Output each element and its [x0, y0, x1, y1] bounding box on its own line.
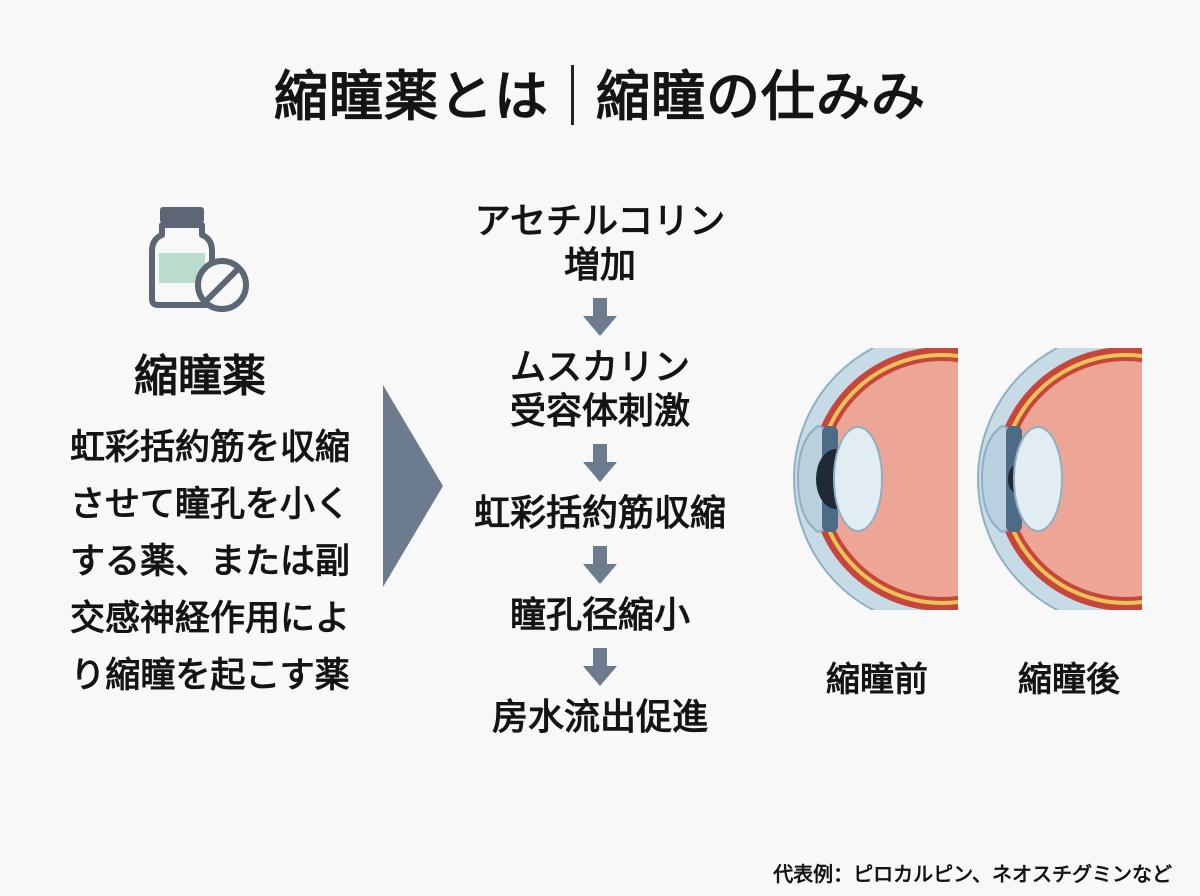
step-acetylcholine: アセチルコリン 増加: [475, 200, 726, 288]
description-line: り縮瞳を起こす薬: [70, 656, 350, 696]
title-left: 縮瞳薬とは: [274, 65, 549, 128]
step-line: 瞳孔径縮小: [509, 595, 690, 636]
eye-after-illustration: [977, 348, 1142, 610]
chevron-right-icon: [383, 385, 443, 587]
description-line: する薬、または副: [69, 542, 350, 582]
eye-after-label: 縮瞳後: [1018, 660, 1120, 700]
description-line: させて瞳孔を小く: [69, 485, 350, 525]
step-pupil-constriction: 瞳孔径縮小: [510, 594, 690, 638]
page-title: 縮瞳薬とは縮瞳の仕みみ: [0, 52, 1200, 131]
eye-before-label: 縮瞳前: [826, 660, 928, 700]
step-line: 虹彩括約筋収縮: [473, 493, 726, 534]
description-line: 虹彩括約筋を収縮: [69, 428, 350, 468]
step-line: 増加: [563, 245, 636, 286]
pill-divider: [204, 267, 240, 303]
description-line: 交感神経作用によ: [69, 599, 350, 639]
step-line: 受容体刺激: [509, 391, 690, 432]
title-right: 縮瞳の仕みみ: [596, 65, 926, 128]
step-line: アセチルコリン: [474, 201, 726, 242]
arrow-down-icon: [583, 444, 617, 482]
medicine-bottle-and-pill-icon: [149, 207, 249, 312]
eye-before-illustration: [793, 348, 958, 610]
step-aqueous-outflow: 房水流出促進: [492, 696, 708, 740]
step-line: 房水流出促進: [491, 697, 708, 738]
footnote-examples: 代表例：ピロカルピン、ネオスチグミンなど: [773, 862, 1172, 886]
arrow-down-icon: [583, 298, 617, 336]
drug-name: 縮瞳薬: [134, 351, 266, 402]
mechanism-flow: アセチルコリン 増加 ムスカリン 受容体刺激 虹彩括約筋収縮 瞳孔径縮小 房水流…: [450, 200, 750, 740]
step-sphincter-contraction: 虹彩括約筋収縮: [474, 492, 726, 536]
step-line: ムスカリン: [509, 347, 690, 388]
arrow-down-icon: [583, 648, 617, 686]
drug-description: 虹彩括約筋を収縮 させて瞳孔を小く する薬、または副 交感神経作用によ り縮瞳を…: [40, 420, 380, 705]
step-muscarinic-receptor: ムスカリン 受容体刺激: [510, 346, 690, 434]
title-separator: [571, 65, 574, 125]
arrow-down-icon: [583, 546, 617, 584]
bottle-cap: [160, 207, 204, 223]
